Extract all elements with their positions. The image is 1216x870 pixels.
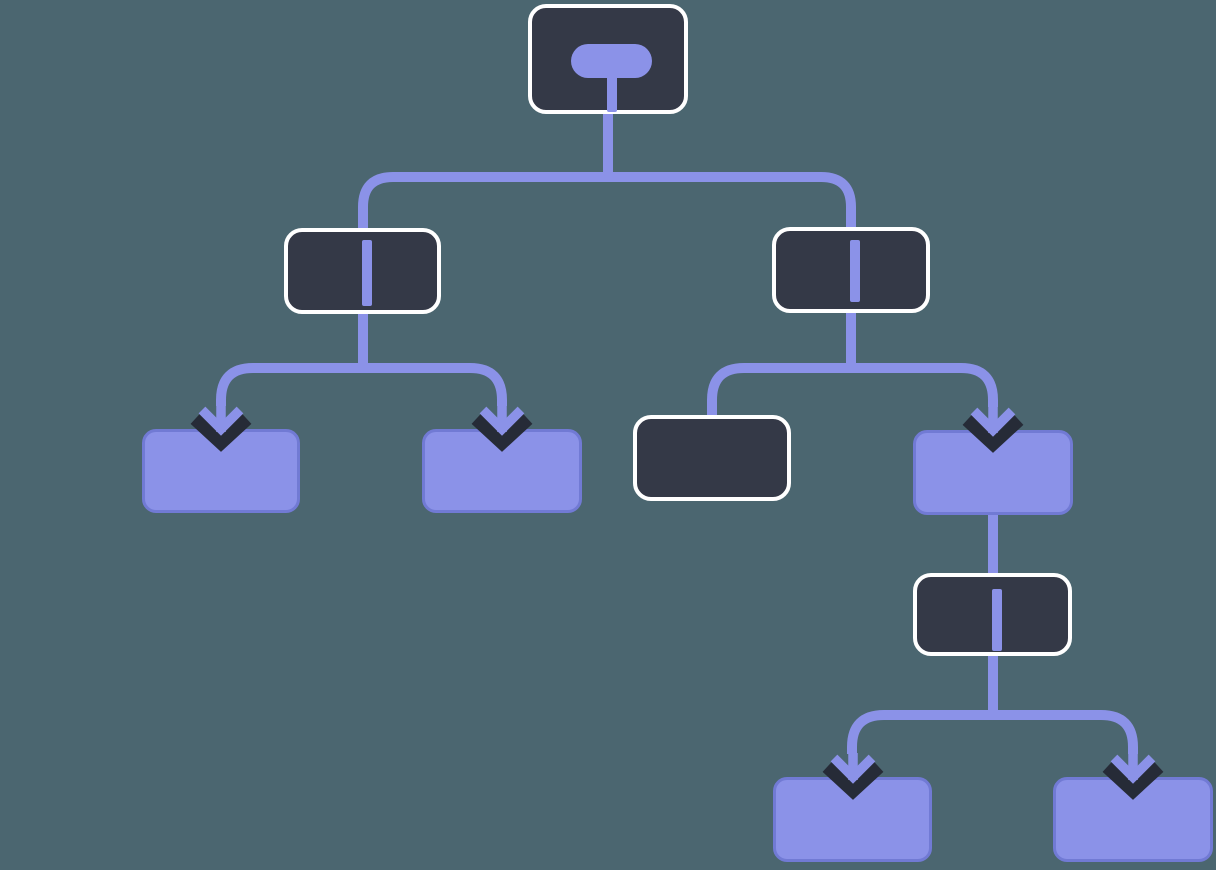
rail-top <box>358 172 856 232</box>
branch-right-node[interactable] <box>772 227 930 313</box>
passthrough-line <box>607 74 617 112</box>
leaf-node-3[interactable] <box>773 777 932 862</box>
rail-right <box>707 363 998 417</box>
passthrough-line <box>992 589 1002 651</box>
passthrough-line <box>362 240 372 306</box>
branch-bottom-node[interactable] <box>913 573 1072 656</box>
rail-left <box>216 363 507 406</box>
mid-leaf-node[interactable] <box>913 430 1073 515</box>
branch-left-node[interactable] <box>284 228 441 314</box>
leaf-node-2[interactable] <box>422 429 582 513</box>
leaf-node-1[interactable] <box>142 429 300 513</box>
plain-dark-node[interactable] <box>633 415 791 501</box>
root-node[interactable] <box>528 4 688 114</box>
leaf-node-4[interactable] <box>1053 777 1213 862</box>
rail-bottom <box>847 710 1138 754</box>
passthrough-line <box>850 240 860 302</box>
pill-shape <box>571 44 652 78</box>
